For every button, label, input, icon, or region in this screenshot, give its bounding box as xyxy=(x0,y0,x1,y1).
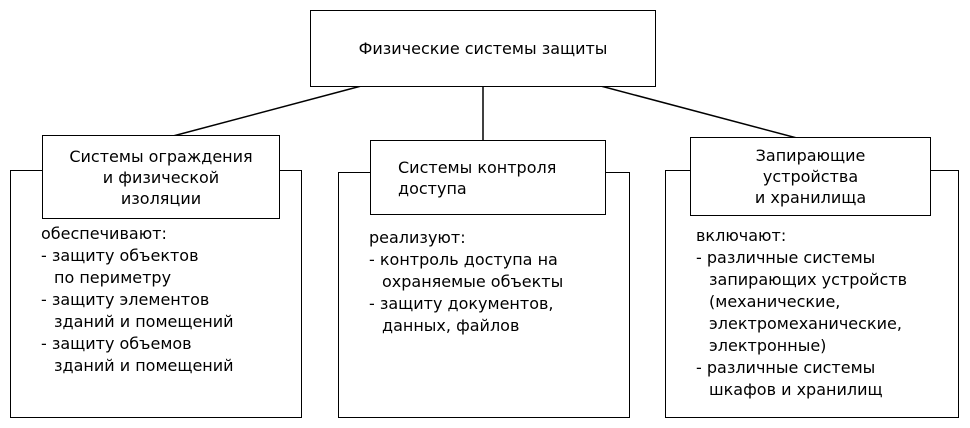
branch-intro: реализуют: xyxy=(369,228,466,247)
branch-title-access-control: Системы контроля доступа xyxy=(370,140,606,215)
branch-title-label: Системы контроля доступа xyxy=(398,157,557,198)
list-item: - защиту объемов зданий и помещений xyxy=(41,334,234,375)
branch-title-label: Системы ограждения и физической изоляции xyxy=(69,146,253,208)
root-node: Физические системы защиты xyxy=(310,10,656,87)
list-item: - защиту объектов по периметру xyxy=(41,246,199,287)
list-item: - контроль доступа на охраняемые объекты xyxy=(369,250,564,291)
root-node-label: Физические системы защиты xyxy=(358,39,608,58)
branch-title-locking: Запирающие устройства и хранилища xyxy=(690,137,931,216)
branch-intro: обеспечивают: xyxy=(41,224,167,243)
list-item: - защиту документов, данных, файлов xyxy=(369,294,554,335)
list-item: - различные системы шкафов и хранилищ xyxy=(696,358,883,399)
list-item: - защиту элементов зданий и помещений xyxy=(41,290,234,331)
list-item: - различные системы запирающих устройств… xyxy=(696,248,908,355)
branch-title-label: Запирающие устройства и хранилища xyxy=(754,146,867,207)
branch-intro: включают: xyxy=(696,226,787,245)
branch-title-fencing: Системы ограждения и физической изоляции xyxy=(42,135,280,219)
